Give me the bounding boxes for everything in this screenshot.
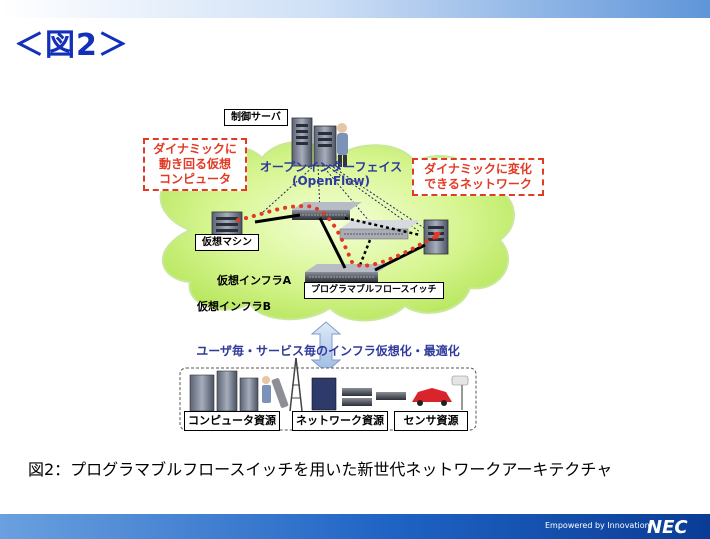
- callout-left-line2: 動き回る仮想: [158, 157, 231, 171]
- control-server-label: 制御サーバ: [224, 109, 288, 126]
- callout-dynamic-network: ダイナミックに変化 できるネットワーク: [412, 158, 544, 196]
- openflow-label-line2: (OpenFlow): [291, 174, 371, 188]
- nec-logo: NEC: [647, 517, 688, 538]
- callout-dynamic-virtual-computer: ダイナミックに 動き回る仮想 コンピュータ: [143, 138, 247, 191]
- infra-b-label: 仮想インフラB: [197, 300, 272, 313]
- top-gradient-bar: [0, 0, 710, 18]
- openflow-label-line1: オープンインターフェイス: [259, 160, 403, 174]
- openflow-label: オープンインターフェイス (OpenFlow): [256, 160, 406, 188]
- callout-left-line3: コンピュータ: [158, 172, 231, 186]
- figure-caption: 図2：プログラマブルフロースイッチを用いた新世代ネットワークアーキテクチャ: [28, 460, 613, 479]
- footer-tagline: Empowered by Innovation: [545, 521, 650, 530]
- switch-right-icon: [339, 220, 420, 240]
- infra-a-label: 仮想インフラA: [217, 274, 292, 287]
- callout-right-line2: できるネットワーク: [424, 177, 532, 191]
- infra-dotted-path: [344, 216, 421, 266]
- resource-sensor: センサ資源: [394, 411, 468, 431]
- vm-server-right-icon: [423, 219, 449, 255]
- callout-right-line1: ダイナミックに変化: [424, 162, 532, 176]
- slide-title: ＜図2＞: [14, 28, 129, 63]
- callout-left-line1: ダイナミックに: [153, 142, 237, 156]
- infra-a-path: [254, 213, 426, 272]
- control-server-icon: [291, 117, 348, 167]
- bottom-gradient-bar: [0, 514, 710, 539]
- resource-network: ネットワーク資源: [292, 411, 388, 431]
- virtualization-label: ユーザ毎・サービス毎のインフラ仮想化・最適化: [196, 344, 460, 358]
- vm-label: 仮想マシン: [195, 234, 259, 251]
- dynamic-red-path: [236, 203, 440, 268]
- resource-computer: コンピュータ資源: [184, 411, 280, 431]
- switch-label: プログラマブルフロースイッチ: [304, 282, 444, 299]
- switch-bottom-icon: [305, 264, 390, 282]
- nec-logo-text: NEC: [647, 517, 688, 538]
- vm-server-icon: [211, 211, 243, 239]
